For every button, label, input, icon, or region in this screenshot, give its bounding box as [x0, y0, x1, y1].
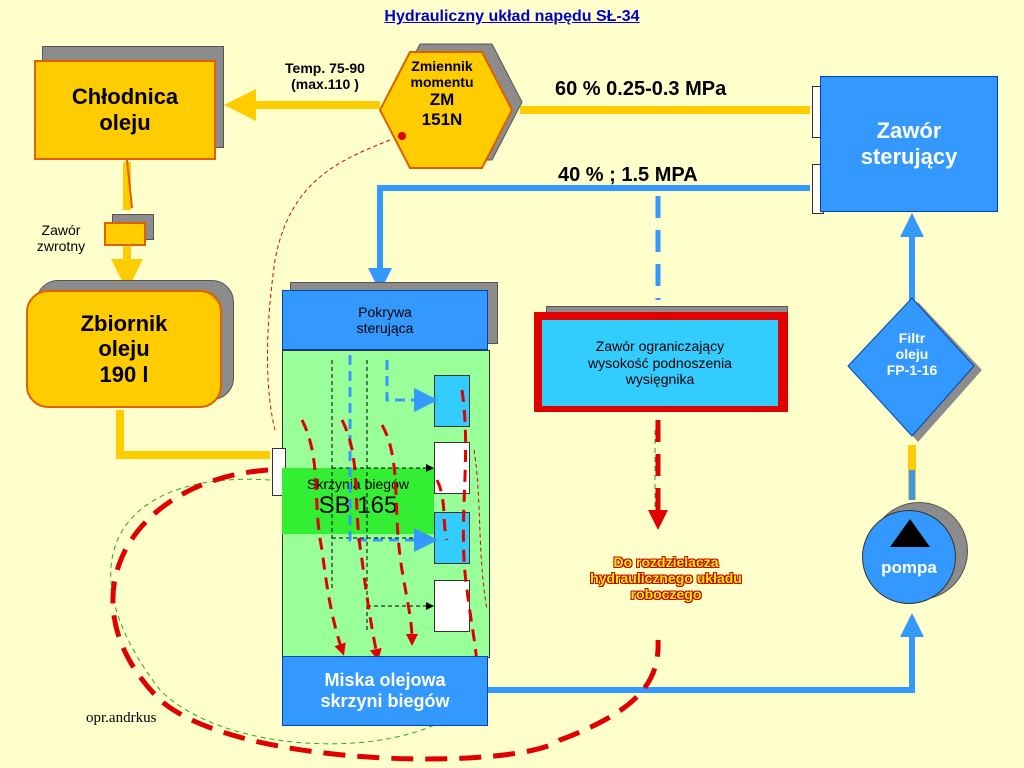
cooler-label-1: Chłodnica [71, 84, 179, 109]
blue-lines [368, 185, 924, 693]
converter-label-1: Zmiennik [411, 58, 473, 74]
cover-box: Pokrywa sterująca [282, 290, 488, 350]
distributor-label: Do rozdzielacza hydraulicznego układu ro… [560, 554, 772, 602]
control-valve-box: Zawór sterujący [820, 76, 998, 212]
pump-label: pompa [881, 558, 937, 577]
check-valve-box [104, 222, 146, 246]
check-valve-label-2: zwrotny [36, 238, 86, 255]
distributor-label-1: Do rozdzielacza [613, 554, 719, 570]
author-credit: opr.andrkus [86, 710, 157, 726]
flow-secondary-label: 40 % ; 1.5 MPA [558, 164, 698, 186]
filter-label-1: Filtr [898, 330, 926, 346]
gearbox-valve-4 [434, 580, 470, 632]
tank-label-2: oleju [98, 336, 150, 362]
sump-label-1: Miska olejowa [324, 670, 446, 690]
limit-valve-label-1: Zawór ograniczający [595, 337, 725, 354]
filter-diamond [847, 297, 982, 442]
cooler-label-2: oleju [99, 110, 151, 135]
flow-main-label: 60 % 0.25-0.3 MPa [555, 78, 727, 100]
sump-box: Miska olejowa skrzyni biegów [282, 656, 488, 726]
cover-label-1: Pokrywa [358, 304, 412, 320]
limit-valve-box: Zawór ograniczający wysokość podnoszenia… [542, 320, 778, 406]
gearbox-label-1: Skrzynia biegów [307, 476, 409, 492]
pump-triangle-icon [890, 519, 930, 547]
temp-label-1: Temp. 75-90 [285, 60, 365, 76]
distributor-label-2: hydraulicznego układu [590, 570, 742, 587]
tank-box: Zbiornik oleju 190 l [26, 290, 222, 408]
tank-label-1: Zbiornik [80, 311, 168, 337]
check-valve-label: Zawór zwrotny [18, 222, 104, 254]
filter-label: Filtr oleju FP-1-16 [858, 330, 966, 378]
distributor-label-3: roboczego [630, 586, 702, 603]
temp-label: Temp. 75-90 (max.110 ) [270, 60, 380, 92]
limit-valve-label-3: wysięgnika [625, 371, 695, 388]
cover-label-2: sterująca [356, 320, 414, 336]
filter-label-2: oleju [895, 346, 929, 363]
check-valve-label-1: Zawór [41, 222, 81, 238]
temp-label-2: (max.110 ) [291, 76, 359, 93]
converter-hexagon [378, 43, 523, 169]
limit-valve-label-2: wysokość podnoszenia [588, 354, 732, 371]
gearbox-internal-flows [300, 355, 488, 660]
tank-label-3: 190 l [99, 361, 149, 387]
control-valve-label-1: Zawór [876, 118, 942, 143]
converter-label: Zmiennik momentu ZM 151N [390, 58, 494, 129]
converter-label-3: ZM [429, 90, 455, 110]
cooler-box: Chłodnica oleju [34, 60, 216, 160]
converter-label-2: momentu [410, 74, 474, 91]
pump-circle: pompa [862, 510, 956, 604]
control-valve-label-2: sterujący [860, 144, 958, 169]
sump-label-2: skrzyni biegów [320, 691, 450, 711]
filter-label-3: FP-1-16 [886, 362, 938, 379]
converter-label-4: 151N [421, 109, 463, 129]
page-title: Hydrauliczny układ napędu SŁ-34 [384, 8, 640, 25]
